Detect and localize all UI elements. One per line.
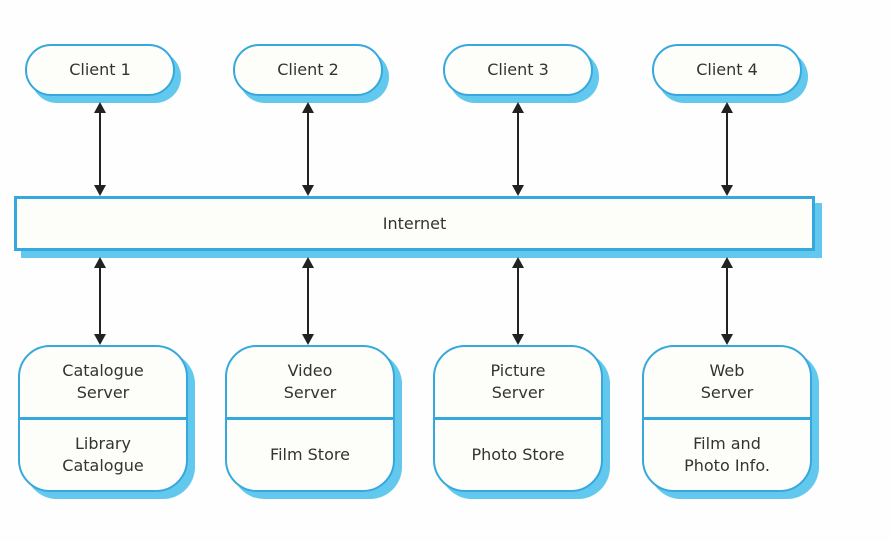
server-name-section: Catalogue Server	[20, 347, 186, 420]
client-4-label: Client 4	[696, 60, 758, 79]
server-store: Library Catalogue	[62, 434, 144, 475]
video-server-node: Video Server Film Store	[225, 345, 395, 492]
arrowhead-down-icon	[721, 334, 733, 345]
arrow-shaft	[307, 266, 309, 336]
arrowhead-up-icon	[721, 102, 733, 113]
bidirectional-arrow-internet-web-server	[720, 257, 734, 345]
web-server-node: Web Server Film and Photo Info.	[642, 345, 812, 492]
server-store-section: Film and Photo Info.	[644, 420, 810, 490]
client-3-label: Client 3	[487, 60, 549, 79]
server-store: Film Store	[270, 445, 350, 464]
bidirectional-arrow-client3-internet	[511, 102, 525, 196]
bidirectional-arrow-client4-internet	[720, 102, 734, 196]
server-name-section: Picture Server	[435, 347, 601, 420]
arrowhead-down-icon	[721, 185, 733, 196]
client-2-node: Client 2	[233, 44, 383, 96]
bidirectional-arrow-client1-internet	[93, 102, 107, 196]
arrow-shaft	[99, 266, 101, 336]
arrowhead-up-icon	[512, 257, 524, 268]
client-3-node: Client 3	[443, 44, 593, 96]
arrow-shaft	[517, 111, 519, 187]
arrowhead-up-icon	[302, 102, 314, 113]
server-name: Web Server	[700, 361, 754, 402]
bidirectional-arrow-internet-picture-server	[511, 257, 525, 345]
arrowhead-up-icon	[302, 257, 314, 268]
arrowhead-up-icon	[512, 102, 524, 113]
internet-label: Internet	[382, 213, 447, 233]
client-4-node: Client 4	[652, 44, 802, 96]
arrow-shaft	[726, 111, 728, 187]
client-1-label: Client 1	[69, 60, 131, 79]
catalogue-server-node: Catalogue Server Library Catalogue	[18, 345, 188, 492]
client-1-node: Client 1	[25, 44, 175, 96]
bidirectional-arrow-internet-catalogue-server	[93, 257, 107, 345]
arrowhead-up-icon	[94, 257, 106, 268]
arrowhead-up-icon	[94, 102, 106, 113]
server-name-section: Web Server	[644, 347, 810, 420]
picture-server-node: Picture Server Photo Store	[433, 345, 603, 492]
arrow-shaft	[726, 266, 728, 336]
server-name: Video Server	[283, 361, 337, 402]
server-name: Picture Server	[490, 361, 546, 402]
arrow-shaft	[307, 111, 309, 187]
server-store-section: Photo Store	[435, 420, 601, 490]
internet-bar: Internet	[14, 196, 815, 251]
server-name: Catalogue Server	[62, 361, 144, 402]
arrowhead-down-icon	[512, 185, 524, 196]
arrow-shaft	[99, 111, 101, 187]
arrowhead-up-icon	[721, 257, 733, 268]
arrowhead-down-icon	[302, 334, 314, 345]
server-name-section: Video Server	[227, 347, 393, 420]
arrowhead-down-icon	[302, 185, 314, 196]
bidirectional-arrow-client2-internet	[301, 102, 315, 196]
arrowhead-down-icon	[94, 334, 106, 345]
server-store-section: Film Store	[227, 420, 393, 490]
arrowhead-down-icon	[512, 334, 524, 345]
server-store: Film and Photo Info.	[684, 434, 770, 475]
bidirectional-arrow-internet-video-server	[301, 257, 315, 345]
server-store: Photo Store	[471, 445, 565, 464]
client-2-label: Client 2	[277, 60, 339, 79]
arrowhead-down-icon	[94, 185, 106, 196]
arrow-shaft	[517, 266, 519, 336]
server-store-section: Library Catalogue	[20, 420, 186, 490]
